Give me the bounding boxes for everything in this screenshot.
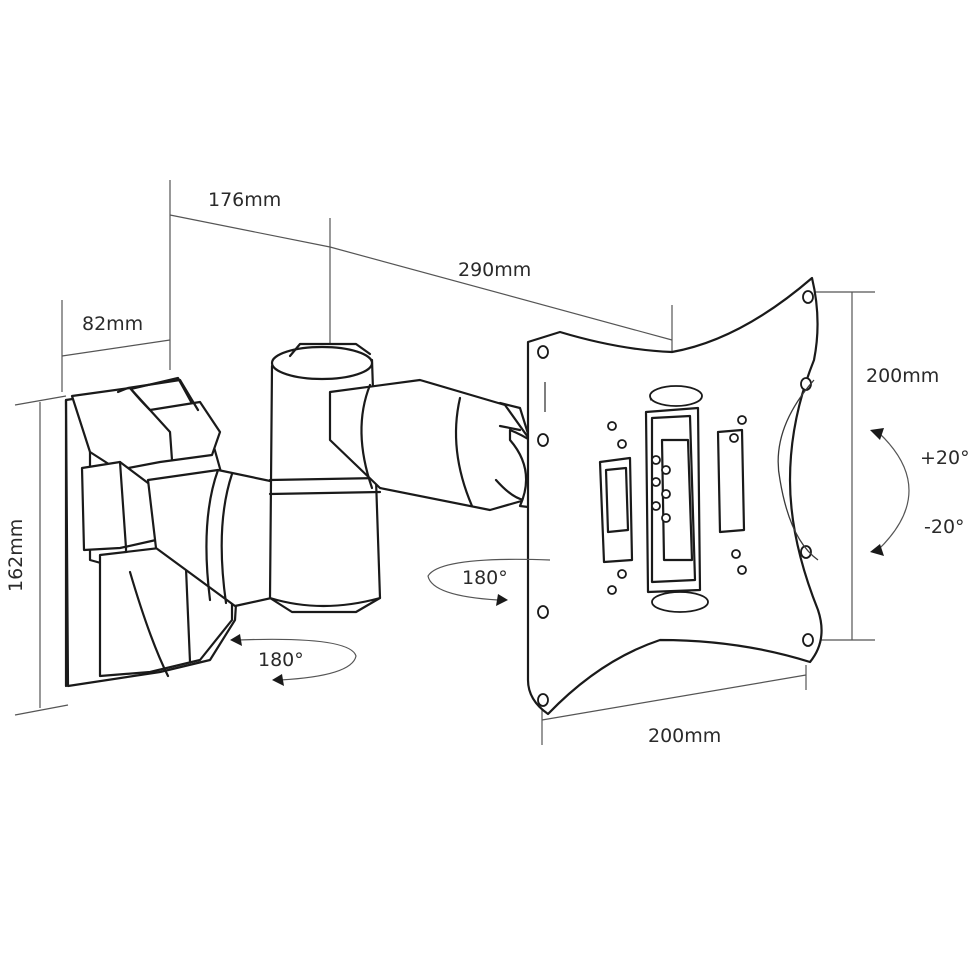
dim-label-vesa-width: 200mm xyxy=(648,725,721,747)
vesa-plate xyxy=(526,276,823,716)
dim-label-vesa-height: 200mm xyxy=(866,365,939,387)
dim-label-162mm: 162mm xyxy=(5,519,27,592)
tilt-up-arrowhead xyxy=(870,428,884,440)
dim-label-290mm: 290mm xyxy=(458,259,531,281)
swivel-arm-label: 180° xyxy=(258,649,304,671)
tilt-up-label: +20° xyxy=(920,447,970,469)
rotation-arrows xyxy=(230,428,910,686)
swivel-arm-arrowhead-top xyxy=(230,634,242,646)
swivel-head-label: 180° xyxy=(462,567,508,589)
swivel-head-arrowhead xyxy=(496,594,508,606)
swivel-arm-arrowhead-bottom xyxy=(272,674,284,686)
dimension-lines xyxy=(14,180,875,745)
middle-joint xyxy=(268,342,382,614)
dim-label-176mm: 176mm xyxy=(208,189,281,211)
tilt-down-arrowhead xyxy=(870,544,884,556)
tilt-down-label: -20° xyxy=(924,516,965,538)
dim-label-82mm: 82mm xyxy=(82,313,143,335)
